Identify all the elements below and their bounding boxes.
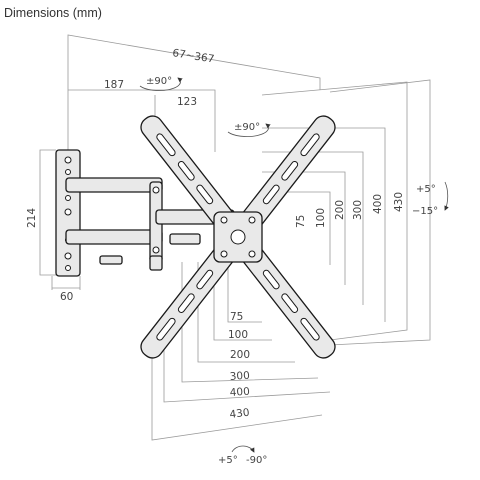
wall-plate-width-label: 60 xyxy=(60,291,73,303)
swivel-base-plus-label: +5° xyxy=(218,455,238,466)
vertical-300-label: 300 xyxy=(352,200,364,220)
swivel-arm-label: ±90° xyxy=(146,76,172,87)
vertical-430-label: 430 xyxy=(393,192,405,212)
vertical-75-label: 75 xyxy=(295,215,307,228)
swivel-base-minus-label: -90° xyxy=(246,455,267,466)
wall-plate-height-line xyxy=(39,149,56,276)
horizontal-300-label: 300 xyxy=(229,370,250,383)
tilt-down-label: −15° xyxy=(412,206,438,217)
horizontal-200-label: 200 xyxy=(230,349,250,361)
diagram-title: Dimensions (mm) xyxy=(4,6,102,20)
arm-extension-label: 67~367 xyxy=(172,47,216,65)
arm-segment-2-label: 123 xyxy=(177,96,197,108)
swivel-arm-arrow-icon xyxy=(139,77,183,91)
vertical-200-label: 200 xyxy=(334,200,346,220)
vesa-x-plate xyxy=(140,115,336,359)
swivel-base-arrow-icon xyxy=(231,445,255,453)
horizontal-430-label: 430 xyxy=(229,407,250,421)
rotate-plate-label: ±90° xyxy=(234,122,260,133)
rotate-plate-arrow-icon xyxy=(227,123,271,137)
articulating-arms xyxy=(65,177,235,271)
wall-plate-height-label: 214 xyxy=(26,208,38,228)
horizontal-75-label: 75 xyxy=(230,311,243,323)
wall-plate xyxy=(55,149,81,277)
arm-segment-1-label: 187 xyxy=(104,79,124,91)
tilt-arrow-icon xyxy=(444,181,449,211)
vertical-400-label: 400 xyxy=(372,194,384,214)
tilt-up-label: +5° xyxy=(416,184,436,195)
vertical-vesa-dimension-lines xyxy=(261,79,431,346)
vertical-100-label: 100 xyxy=(315,208,327,228)
horizontal-100-label: 100 xyxy=(228,329,248,341)
wall-plate-width-line xyxy=(51,276,81,290)
horizontal-400-label: 400 xyxy=(229,386,250,399)
